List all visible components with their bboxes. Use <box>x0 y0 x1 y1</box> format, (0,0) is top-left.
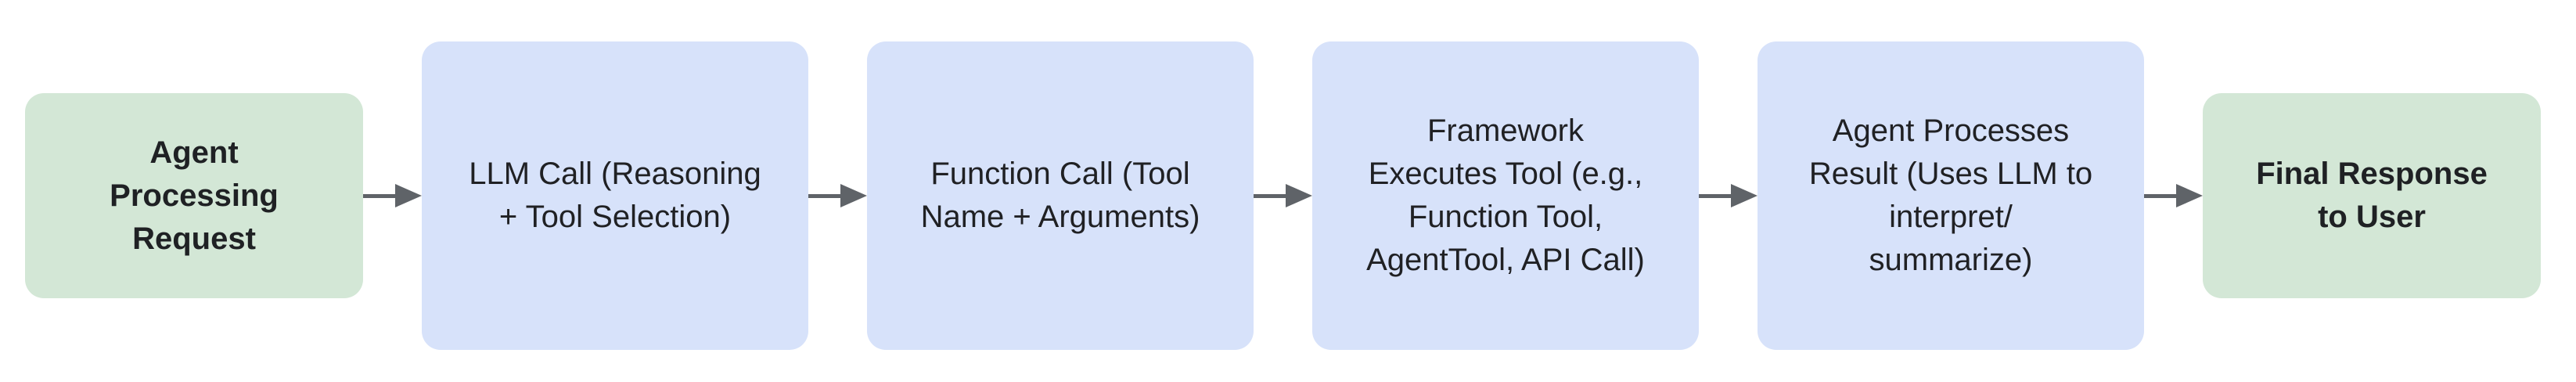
right-arrow-icon <box>1254 182 1312 209</box>
arrow-head <box>840 184 867 207</box>
arrow-shaft <box>1699 193 1731 198</box>
node-llm-call: LLM Call (Reasoning + Tool Selection) <box>422 41 808 350</box>
right-arrow-icon <box>2144 182 2203 209</box>
arrow-head <box>395 184 422 207</box>
node-framework-executes-tool: Framework Executes Tool (e.g., Function … <box>1312 41 1699 350</box>
arrow-shaft <box>808 193 840 198</box>
node-framework-executes-tool-label: Framework Executes Tool (e.g., Function … <box>1366 114 1645 277</box>
right-arrow-icon <box>363 182 422 209</box>
arrow-shaft <box>2144 193 2176 198</box>
node-agent-processes-result-label: Agent Processes Result (Uses LLM to inte… <box>1808 114 2093 277</box>
right-arrow-icon <box>808 182 867 209</box>
node-llm-call-label: LLM Call (Reasoning + Tool Selection) <box>469 157 761 234</box>
arrow-head <box>1286 184 1312 207</box>
node-final-response-to-user: Final Response to User <box>2203 93 2541 298</box>
arrow-shaft <box>363 193 395 198</box>
arrow-head <box>2176 184 2203 207</box>
node-agent-processing-request: Agent Processing Request <box>25 93 363 298</box>
right-arrow-icon <box>1699 182 1758 209</box>
node-agent-processing-request-label: Agent Processing Request <box>110 135 279 256</box>
node-agent-processes-result: Agent Processes Result (Uses LLM to inte… <box>1758 41 2144 350</box>
node-function-call-label: Function Call (Tool Name + Arguments) <box>920 157 1200 234</box>
arrow-shaft <box>1254 193 1286 198</box>
node-function-call: Function Call (Tool Name + Arguments) <box>867 41 1254 350</box>
arrow-head <box>1731 184 1758 207</box>
node-final-response-to-user-label: Final Response to User <box>2256 157 2488 234</box>
